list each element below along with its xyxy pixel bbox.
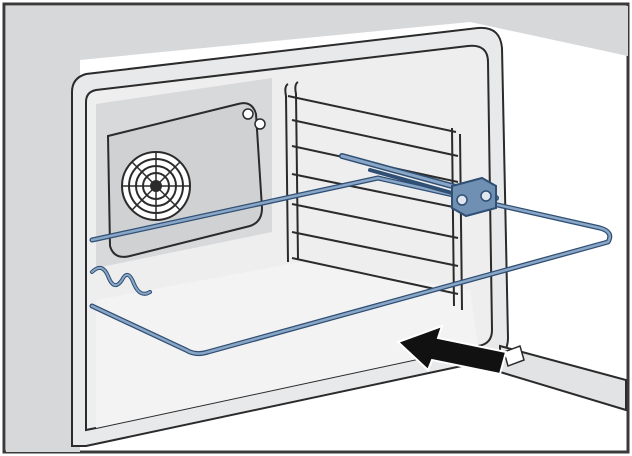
shelf-support-ladder <box>284 81 463 311</box>
rack-lock-bracket <box>451 176 497 218</box>
oven-body <box>6 6 628 452</box>
insertion-arrow-icon <box>396 324 508 376</box>
door-hinge <box>503 345 525 367</box>
fan-icon <box>121 151 191 221</box>
